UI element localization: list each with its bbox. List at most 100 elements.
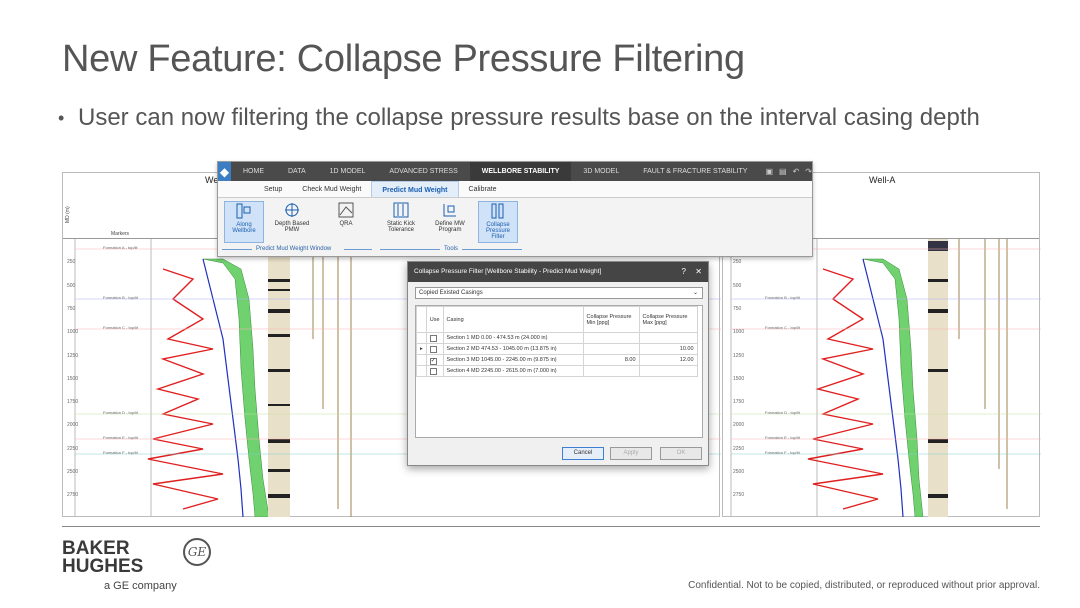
table-header-row: Use Casing Collapse Pressure Min [ppg] C… (416, 306, 698, 333)
depth-tick: 750 (67, 306, 76, 312)
dialog-title: Collapse Pressure Filter [Wellbore Stabi… (414, 268, 602, 275)
static-kick-tolerance-button[interactable]: Static Kick Tolerance (381, 201, 421, 243)
along-wellbore-label: Along Wellbore (232, 222, 256, 234)
qra-icon (338, 202, 354, 218)
depth-based-label: Depth Based PMW (274, 221, 310, 233)
help-icon[interactable]: ? (681, 267, 686, 276)
depth-tick: 250 (733, 259, 742, 265)
tab-wellbore-stability[interactable]: WELLBORE STABILITY (469, 162, 572, 181)
use-checkbox[interactable]: ✓ (425, 354, 444, 366)
marker-label: Formation B - top/lit (103, 295, 138, 300)
depth-tick: 1000 (733, 329, 745, 335)
column-header-casing: Casing (442, 306, 584, 333)
close-icon[interactable]: ✕ (695, 267, 702, 276)
logo-line-1: BAKER (62, 538, 130, 559)
collapse-filter-icon (491, 203, 504, 219)
subtab-setup[interactable]: Setup (264, 186, 283, 193)
app-logo-icon[interactable]: ◆ (218, 162, 231, 181)
depth-tick: 2000 (733, 422, 745, 428)
marker-label: Formation C - top/lit (103, 325, 139, 330)
depth-tick: 2250 (733, 446, 745, 452)
markers-track-label: Markers (111, 231, 130, 237)
depth-tick: 500 (67, 283, 76, 289)
tab-3d-model[interactable]: 3D MODEL (583, 168, 620, 175)
collapse-pressure-filter-dialog: Collapse Pressure Filter [Wellbore Stabi… (407, 261, 709, 466)
tab-fault-fracture-stability[interactable]: FAULT & FRACTURE STABILITY (643, 168, 748, 175)
table-row[interactable]: ✓ Section 3 MD 1045.00 - 2245.00 m (9.87… (416, 354, 698, 366)
tab-1d-model[interactable]: 1D MODEL (329, 168, 366, 175)
along-wellbore-button[interactable]: Along Wellbore (224, 201, 264, 243)
min-cell[interactable]: 8.00 (582, 354, 640, 366)
along-wellbore-icon (236, 203, 251, 219)
blue-curve (862, 258, 904, 517)
max-cell[interactable] (638, 332, 698, 344)
red-curve (147, 268, 224, 510)
min-cell[interactable] (582, 332, 640, 344)
group-divider (462, 249, 522, 250)
apply-button[interactable]: Apply (610, 447, 652, 460)
max-cell[interactable]: 12.00 (638, 354, 698, 366)
define-mw-program-button[interactable]: Define MW Program (430, 201, 470, 243)
depth-based-pmw-button[interactable]: Depth Based PMW (272, 201, 312, 243)
group-divider (222, 249, 252, 250)
collapse-pressure-filter-button[interactable]: Collapse Pressure Filter (478, 201, 518, 243)
confidential-notice: Confidential. Not to be copied, distribu… (688, 580, 1040, 591)
min-cell[interactable] (582, 343, 640, 355)
red-curve (807, 268, 884, 510)
depth-tick: 750 (733, 306, 742, 312)
undo-icon[interactable]: ↶ (792, 167, 800, 176)
save-as-icon[interactable]: ▤ (779, 167, 787, 176)
marker-label: Formation F - top/lit (765, 450, 800, 455)
redo-icon[interactable]: ↷ (805, 167, 812, 176)
ribbon-top-bar: ◆ HOME DATA 1D MODEL ADVANCED STRESS WEL… (218, 162, 812, 181)
green-mud-window (202, 258, 270, 517)
ok-button[interactable]: OK (660, 447, 702, 460)
group-predict-window-label: Predict Mud Weight Window (256, 246, 332, 252)
log-header: Well-A (723, 173, 1039, 239)
tab-data[interactable]: DATA (287, 168, 306, 175)
casing-cell: Section 3 MD 1045.00 - 2245.00 m (9.875 … (442, 354, 584, 366)
slide-title: New Feature: Collapse Pressure Filtering (62, 38, 745, 80)
tab-home[interactable]: HOME (242, 168, 264, 175)
cancel-button[interactable]: Cancel (562, 447, 604, 460)
casing-table: Use Casing Collapse Pressure Min [ppg] C… (416, 306, 698, 377)
marker-label: Formation C - top/lit (765, 325, 801, 330)
qra-button[interactable]: QRA (326, 201, 366, 243)
min-cell[interactable] (582, 365, 640, 377)
depth-tick: 2500 (733, 469, 745, 475)
subtab-predict-mud-weight[interactable]: Predict Mud Weight (371, 181, 459, 197)
footer-divider (62, 526, 1040, 527)
marker-label: Formation E - top/lit (103, 435, 138, 440)
subtab-check-mud-weight[interactable]: Check Mud Weight (302, 186, 362, 193)
marker-label: Formation D - top/lit (103, 410, 139, 415)
row-indicator-header (416, 306, 427, 333)
baker-hughes-logo: BAKER HUGHES (62, 538, 143, 576)
table-row[interactable]: ▸ Section 2 MD 474.53 - 1045.00 m (13.87… (416, 343, 698, 355)
max-cell[interactable] (638, 365, 698, 377)
row-pointer (416, 332, 427, 344)
ribbon-body: Along Wellbore Depth Based PMW QRA Stati… (218, 198, 812, 258)
table-row[interactable]: Section 1 MD 0.00 - 474.53 m (24.000 in) (416, 332, 698, 344)
subtab-calibrate[interactable]: Calibrate (468, 186, 497, 193)
use-checkbox[interactable] (425, 343, 444, 355)
depth-tick: 1750 (67, 399, 79, 405)
use-checkbox[interactable] (425, 365, 444, 377)
save-icon[interactable]: ▣ (765, 167, 774, 176)
row-pointer: ▸ (416, 343, 427, 355)
column-header-min: Collapse Pressure Min [ppg] (582, 306, 640, 333)
right-log-plot (730, 239, 1041, 517)
max-cell[interactable]: 10.00 (638, 343, 698, 355)
use-checkbox[interactable] (425, 332, 444, 344)
marker-label: Formation E - top/lit (765, 435, 800, 440)
depth-tick: 2500 (67, 469, 79, 475)
table-row[interactable]: Section 4 MD 2245.00 - 2615.00 m (7.000 … (416, 365, 698, 377)
depth-tick: 1250 (733, 353, 745, 359)
casing-source-value: Copied Existed Casings (419, 290, 483, 296)
ge-logo-icon: GE (183, 538, 211, 566)
depth-tick: 1750 (733, 399, 745, 405)
row-pointer (416, 365, 427, 377)
casing-source-select[interactable]: Copied Existed Casings ⌄ (415, 287, 703, 299)
tab-advanced-stress[interactable]: ADVANCED STRESS (389, 168, 458, 175)
depth-tick: 1000 (67, 329, 79, 335)
depth-tick: 2750 (67, 492, 79, 498)
